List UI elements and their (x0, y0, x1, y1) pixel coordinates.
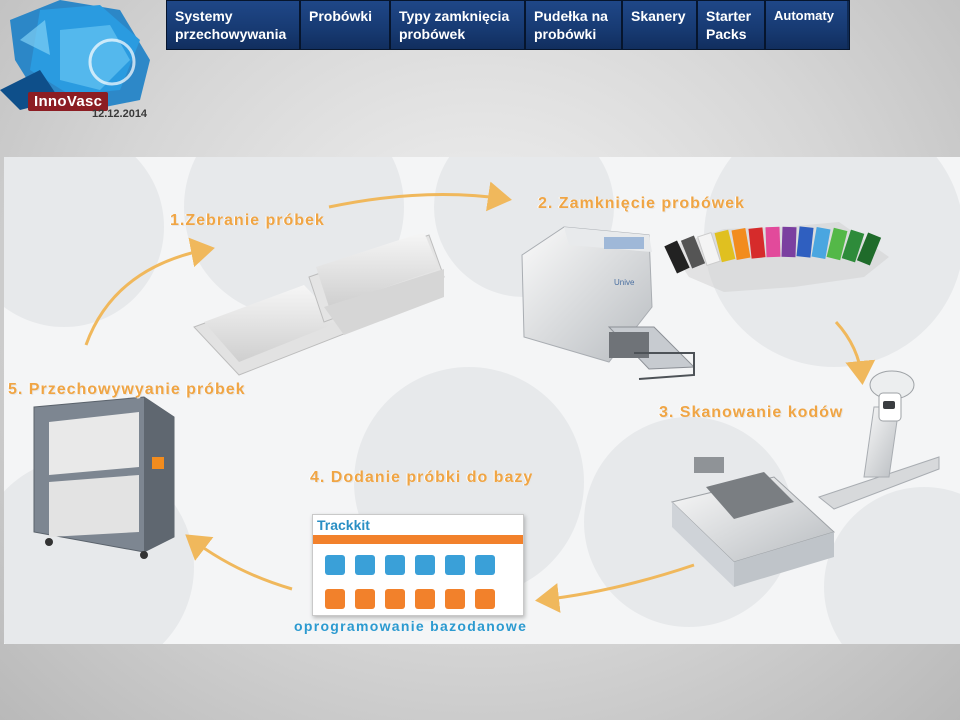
nav-item-automaty[interactable]: Automaty (766, 1, 847, 49)
nav-item-skanery[interactable]: Skanery (623, 1, 698, 49)
step-5-label: 5. Przechowywyanie próbek (8, 381, 246, 398)
workflow-diagram: Unive (4, 157, 960, 644)
arrow-1-to-2 (328, 181, 512, 212)
step-3-label: 3. Skanowanie kodów (659, 404, 844, 421)
trackkit-logo: Trackkit (317, 517, 370, 533)
logo-name: InnoVasc (28, 92, 109, 111)
trackkit-software-screenshot: Trackkit (312, 514, 524, 616)
nav-item-probowki[interactable]: Probówki (301, 1, 391, 49)
colored-caps-image (664, 222, 889, 292)
diagram-graphics: Unive (33, 181, 940, 613)
nav-item-systemy-przechowywania[interactable]: Systemy przechowywania (167, 1, 301, 49)
step-4-label: 4. Dodanie próbki do bazy (310, 469, 534, 486)
step-2-label: 2. Zamknięcie probówek (538, 195, 745, 212)
logo-date: 12.12.2014 (92, 108, 148, 120)
nav-item-pudelka[interactable]: Pudełka na probówki (526, 1, 623, 49)
nav-item-starter-packs[interactable]: Starter Packs (698, 1, 766, 49)
software-label: oprogramowanie bazodanowe (294, 618, 528, 634)
arrow-4-to-5 (185, 534, 293, 591)
innovasc-logo: InnoVasc 12.12.2014 (0, 0, 160, 130)
step-1-label: 1.Zebranie próbek (170, 212, 325, 229)
arrow-2-to-3 (834, 320, 876, 385)
top-navigation: Systemy przechowywania Probówki Typy zam… (166, 0, 850, 50)
nav-item-typy-zamkniecia[interactable]: Typy zamknięcia probówek (391, 1, 526, 49)
screen-menu-bar (313, 535, 523, 544)
handheld-scanner-image (817, 370, 940, 510)
device-brand: Unive (614, 278, 635, 287)
screen-icon-row-1 (325, 555, 495, 575)
rack-scanner-image (671, 457, 835, 587)
arrow-3-to-4 (535, 563, 695, 613)
screen-icon-row-2 (325, 589, 495, 609)
storage-cabinet-image (33, 396, 175, 559)
tube-racks-image (193, 232, 445, 376)
logo-graphic (0, 0, 150, 110)
capper-device-image: Unive (521, 226, 696, 380)
arrow-5-to-1 (84, 237, 215, 346)
